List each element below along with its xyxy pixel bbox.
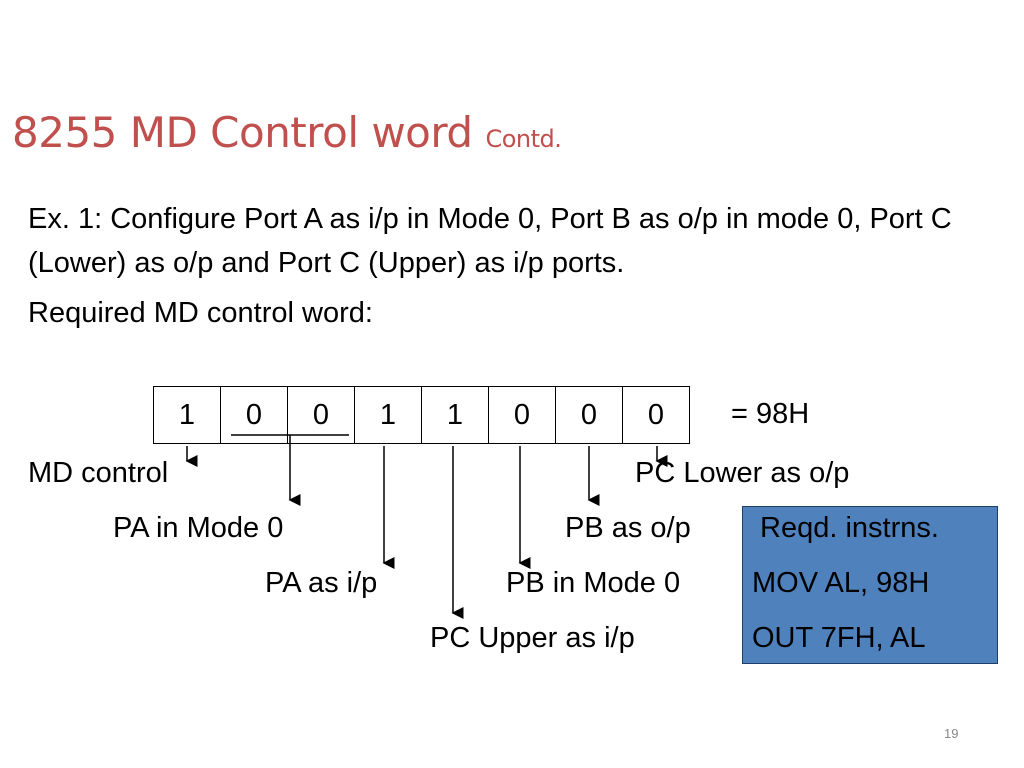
label-pb-io: PB as o/p <box>565 512 691 544</box>
bit-d5: 0 <box>287 386 355 444</box>
slide-title-main: 8255 MD Control word <box>12 108 473 157</box>
label-pa-io: PA as i/p <box>265 567 378 599</box>
page-number: 19 <box>944 726 959 741</box>
label-pa-mode: PA in Mode 0 <box>113 512 284 544</box>
instructions-header: Reqd. instrns. <box>760 512 939 544</box>
slide-title-suffix: Contd. <box>485 125 562 153</box>
required-text: Required MD control word: <box>28 297 373 329</box>
bit-d1: 0 <box>555 386 623 444</box>
slide-body: Ex. 1: Configure Port A as i/p in Mode 0… <box>28 197 988 335</box>
instructions-box <box>742 506 998 664</box>
instruction-out: OUT 7FH, AL <box>752 622 926 654</box>
control-word-row: 1 0 0 1 1 0 0 0 <box>153 386 690 444</box>
bit-d6: 0 <box>220 386 288 444</box>
label-md-control: MD control <box>28 457 169 489</box>
bit-d0: 0 <box>622 386 690 444</box>
bit-d7: 1 <box>153 386 221 444</box>
bit-d2: 0 <box>488 386 556 444</box>
label-pc-upper: PC Upper as i/p <box>430 622 635 654</box>
label-pc-lower: PC Lower as o/p <box>635 457 850 489</box>
bit-d4: 1 <box>354 386 422 444</box>
bit-d3: 1 <box>421 386 489 444</box>
control-word-table: 1 0 0 1 1 0 0 0 <box>153 386 690 444</box>
example-text: Ex. 1: Configure Port A as i/p in Mode 0… <box>28 203 952 279</box>
instruction-mov: MOV AL, 98H <box>752 567 930 599</box>
slide-title: 8255 MD Control word Contd. <box>12 108 562 157</box>
label-pb-mode: PB in Mode 0 <box>506 567 681 599</box>
hex-equals: = 98H <box>731 398 810 430</box>
